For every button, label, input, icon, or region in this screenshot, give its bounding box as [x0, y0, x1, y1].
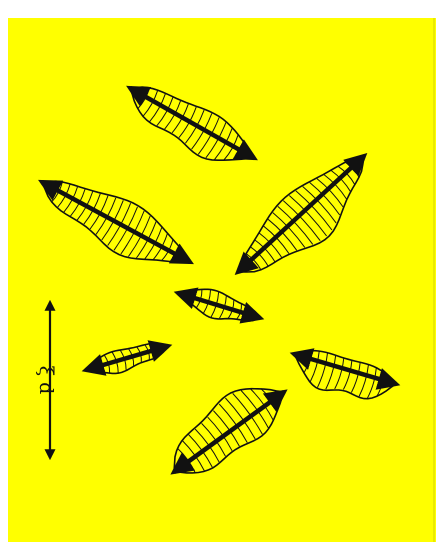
- scale-label: ξ d: [36, 360, 56, 400]
- yellow-background: [8, 18, 436, 542]
